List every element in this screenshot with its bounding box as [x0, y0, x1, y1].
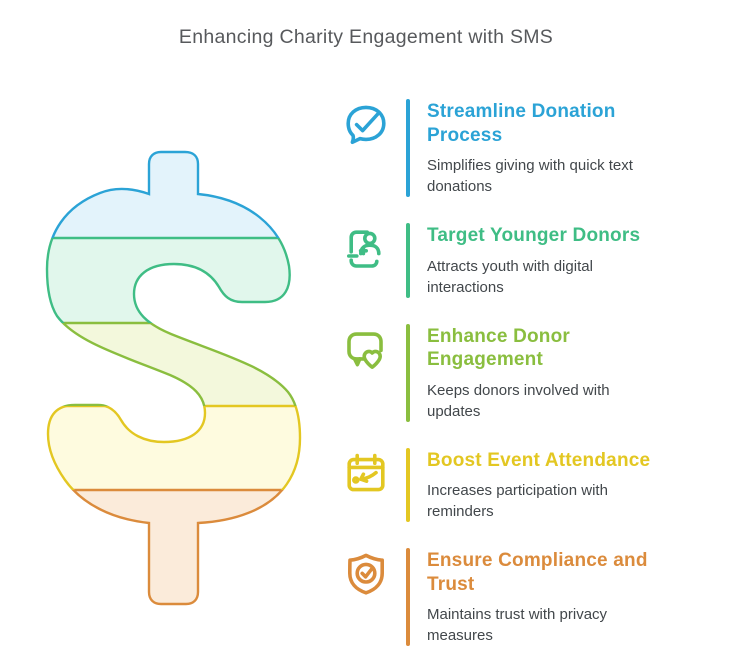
benefit-item-donor-engagement: Enhance Donor Engagement Keeps donors in…: [342, 323, 682, 422]
accent-bar: [406, 447, 410, 523]
item-heading: Ensure Compliance and Trust: [427, 550, 648, 595]
message-check-icon: [342, 101, 390, 149]
accent-bar: [406, 99, 410, 198]
item-description: Simplifies giving with quick text donati…: [427, 157, 633, 196]
item-heading: Streamline Donation Process: [427, 101, 616, 146]
dollar-sign-icon: [45, 150, 302, 606]
item-description: Increases participation with reminders: [427, 482, 608, 521]
item-description: Attracts youth with digital interactions: [427, 257, 593, 296]
tablet-donor-icon: [342, 225, 390, 273]
benefit-item-streamline-donation: Streamline Donation Process Simplifies g…: [342, 99, 682, 198]
accent-bar: [406, 548, 410, 647]
item-heading: Boost Event Attendance: [427, 449, 651, 471]
item-description: Keeps donors involved with updates: [427, 381, 610, 420]
accent-bar: [406, 323, 410, 422]
shield-check-icon: [342, 550, 390, 598]
benefit-item-younger-donors: Target Younger Donors Attracts youth wit…: [342, 223, 682, 298]
benefit-list: Streamline Donation Process Simplifies g…: [342, 99, 682, 672]
page-title: Enhancing Charity Engagement with SMS: [178, 26, 554, 48]
item-heading: Enhance Donor Engagement: [427, 325, 571, 371]
calendar-reminder-icon: [342, 450, 390, 498]
item-heading: Target Younger Donors: [427, 225, 641, 247]
dollar-sign-graphic: [44, 150, 302, 608]
message-heart-icon: [342, 326, 390, 374]
benefit-item-compliance-trust: Ensure Compliance and Trust Maintains tr…: [342, 548, 682, 647]
benefit-item-event-attendance: Boost Event Attendance Increases partici…: [342, 447, 682, 523]
item-description: Maintains trust with privacy measures: [427, 606, 608, 645]
accent-bar: [406, 223, 410, 298]
